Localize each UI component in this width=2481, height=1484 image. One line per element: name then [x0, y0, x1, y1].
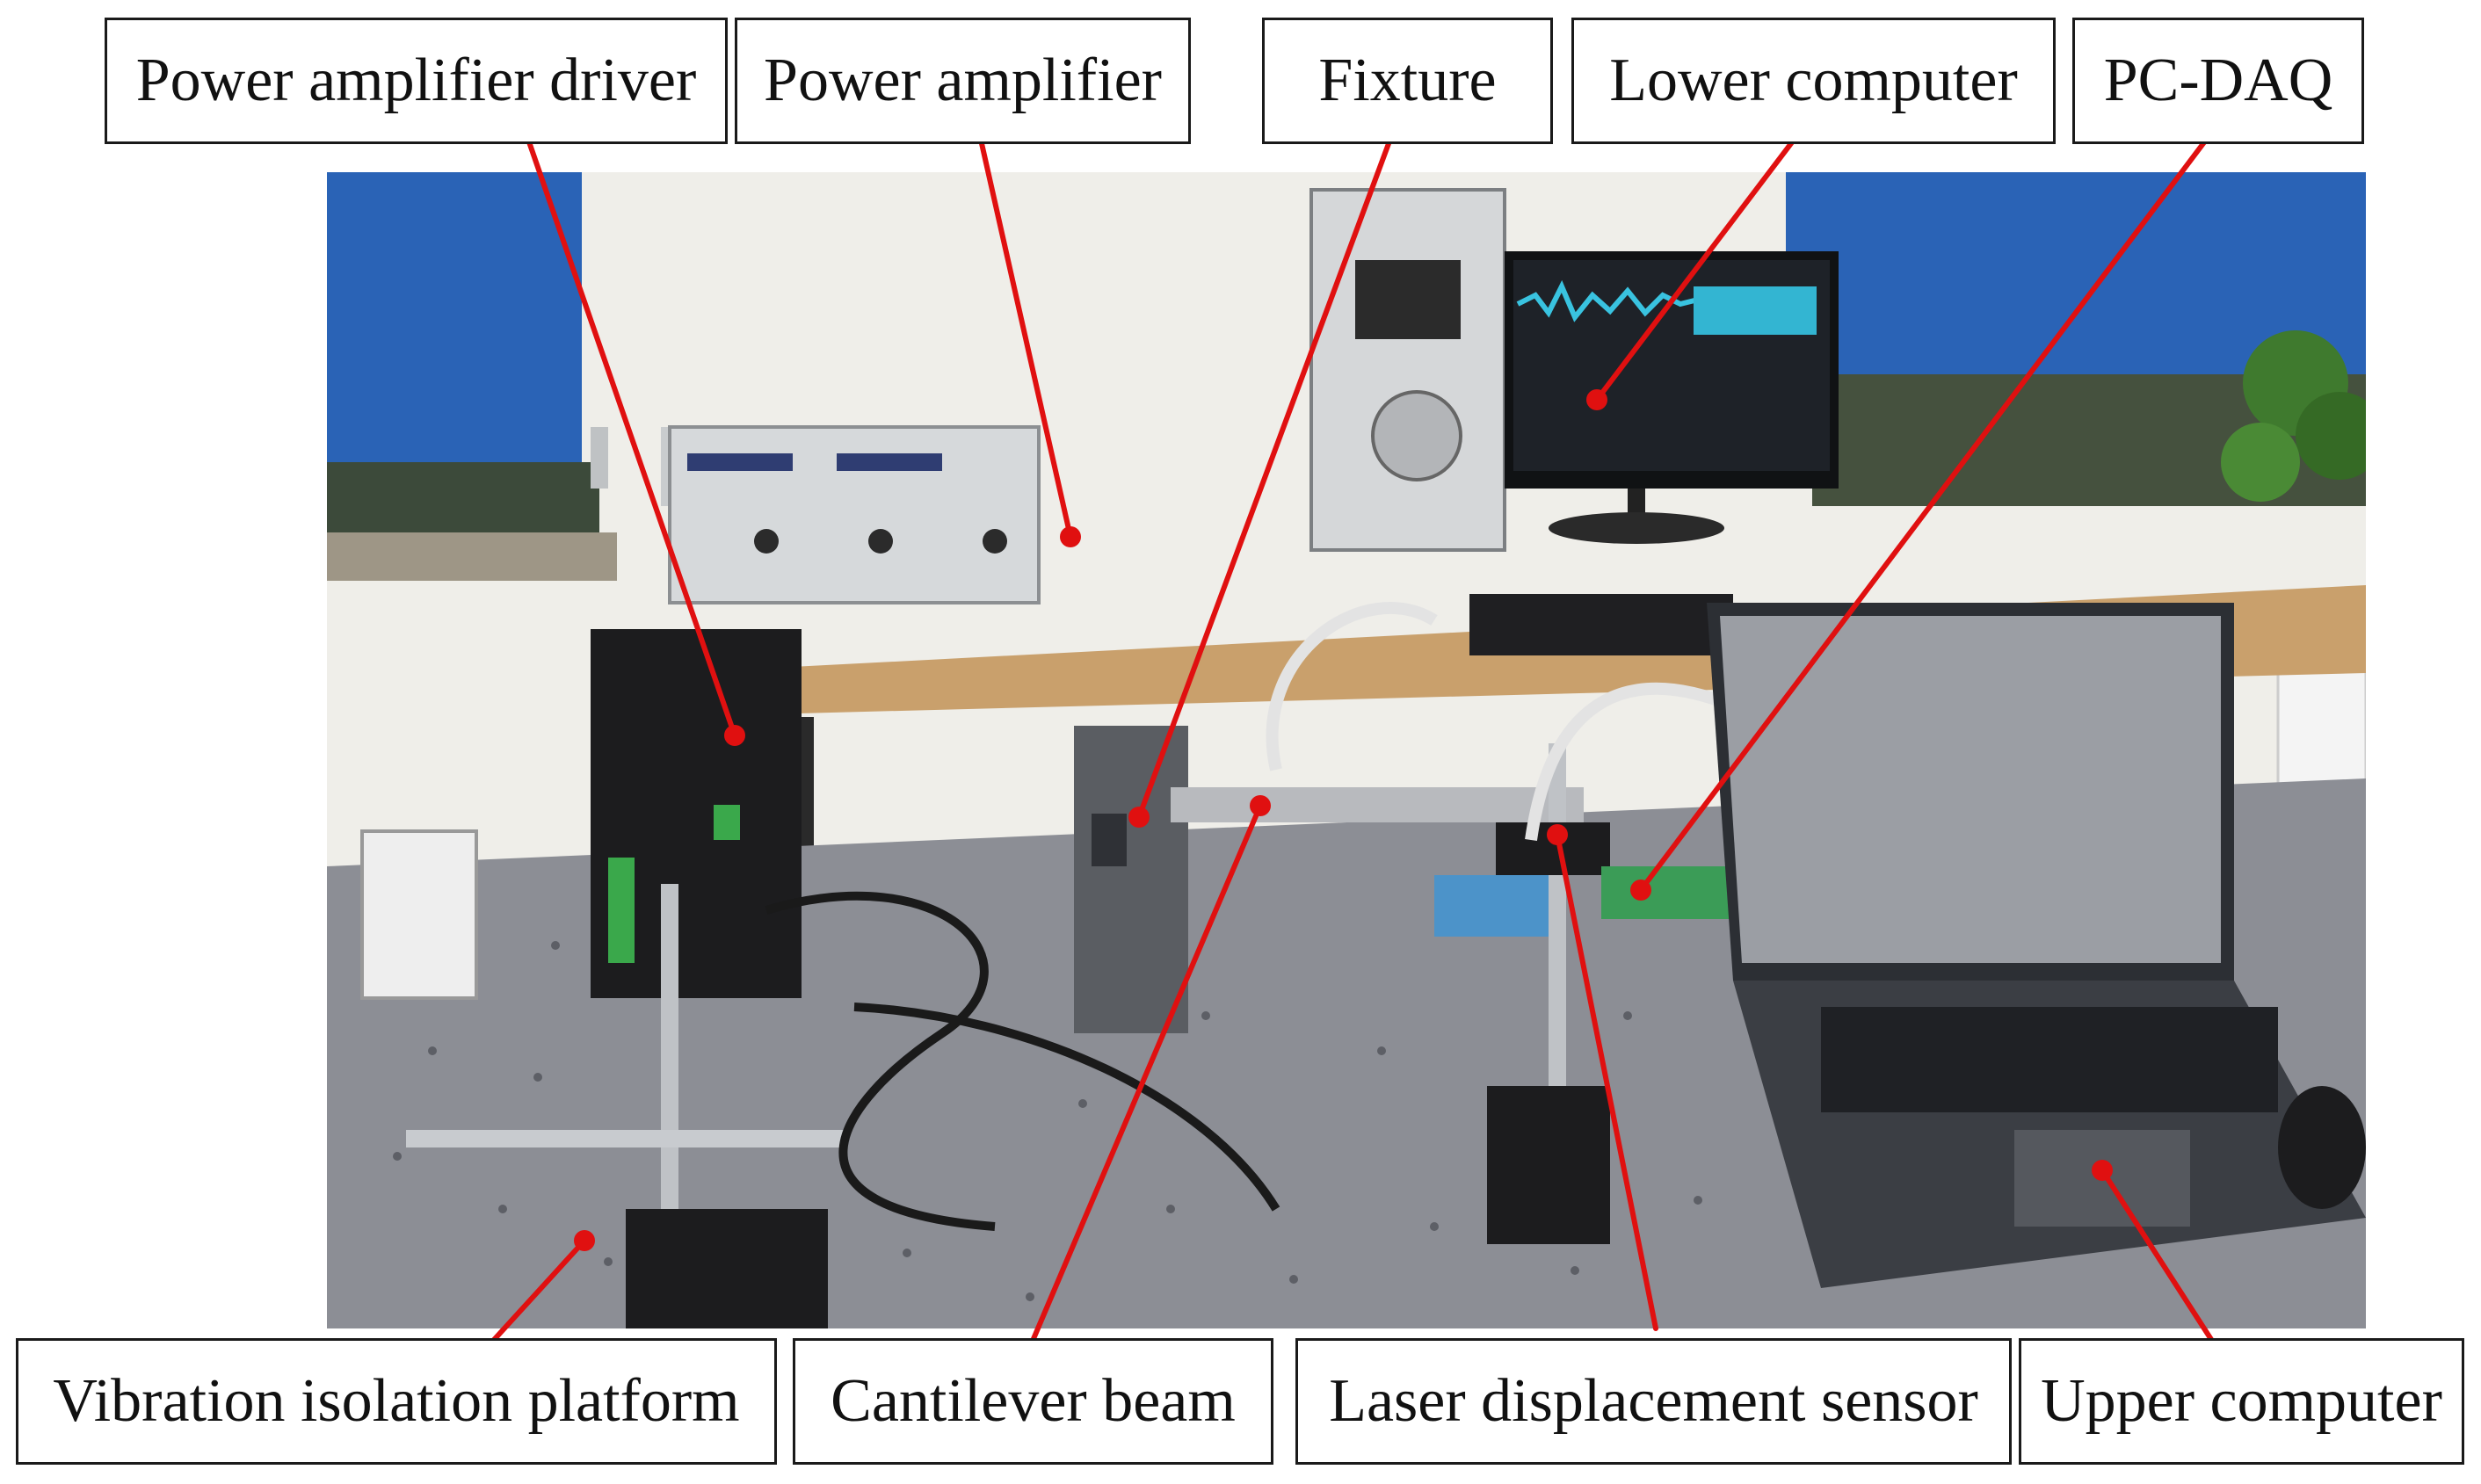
label-fixture: Fixture [1262, 18, 1553, 144]
label-laser-displacement-sensor-text: Laser displacement sensor [1329, 1367, 1978, 1435]
label-upper-computer-text: Upper computer [2041, 1367, 2442, 1435]
label-upper-computer: Upper computer [2019, 1338, 2464, 1465]
plant [2221, 330, 2366, 502]
label-power-amplifier-text: Power amplifier [764, 47, 1162, 114]
fixture-block [1074, 726, 1188, 1033]
tower-pc [1309, 188, 1506, 552]
label-power-amplifier-driver-text: Power amplifier driver [135, 47, 697, 114]
power-amplifier-driver-unit [591, 629, 802, 998]
label-laser-displacement-sensor: Laser displacement sensor [1295, 1338, 2012, 1465]
label-cantilever-beam: Cantilever beam [793, 1338, 1273, 1465]
power-supply-unit [360, 829, 478, 1000]
desk-keyboard [1469, 594, 1733, 655]
label-cantilever-beam-text: Cantilever beam [831, 1367, 1236, 1435]
label-lower-computer-text: Lower computer [1609, 47, 2018, 114]
mouse [2278, 1086, 2366, 1209]
label-vibration-isolation-platform-text: Vibration isolation platform [53, 1367, 740, 1435]
label-power-amplifier: Power amplifier [735, 18, 1191, 144]
label-fixture-text: Fixture [1318, 47, 1497, 114]
lab-setup-photo [327, 172, 2366, 1328]
left-window-blind [327, 172, 582, 462]
label-vibration-isolation-platform: Vibration isolation platform [16, 1338, 777, 1465]
label-lower-computer: Lower computer [1571, 18, 2056, 144]
label-pc-daq-text: PC-DAQ [2103, 47, 2333, 114]
label-power-amplifier-driver: Power amplifier driver [105, 18, 728, 144]
label-pc-daq: PC-DAQ [2072, 18, 2364, 144]
cantilever-beam-bar [1171, 787, 1584, 822]
magnetic-stand-left [406, 884, 845, 1328]
